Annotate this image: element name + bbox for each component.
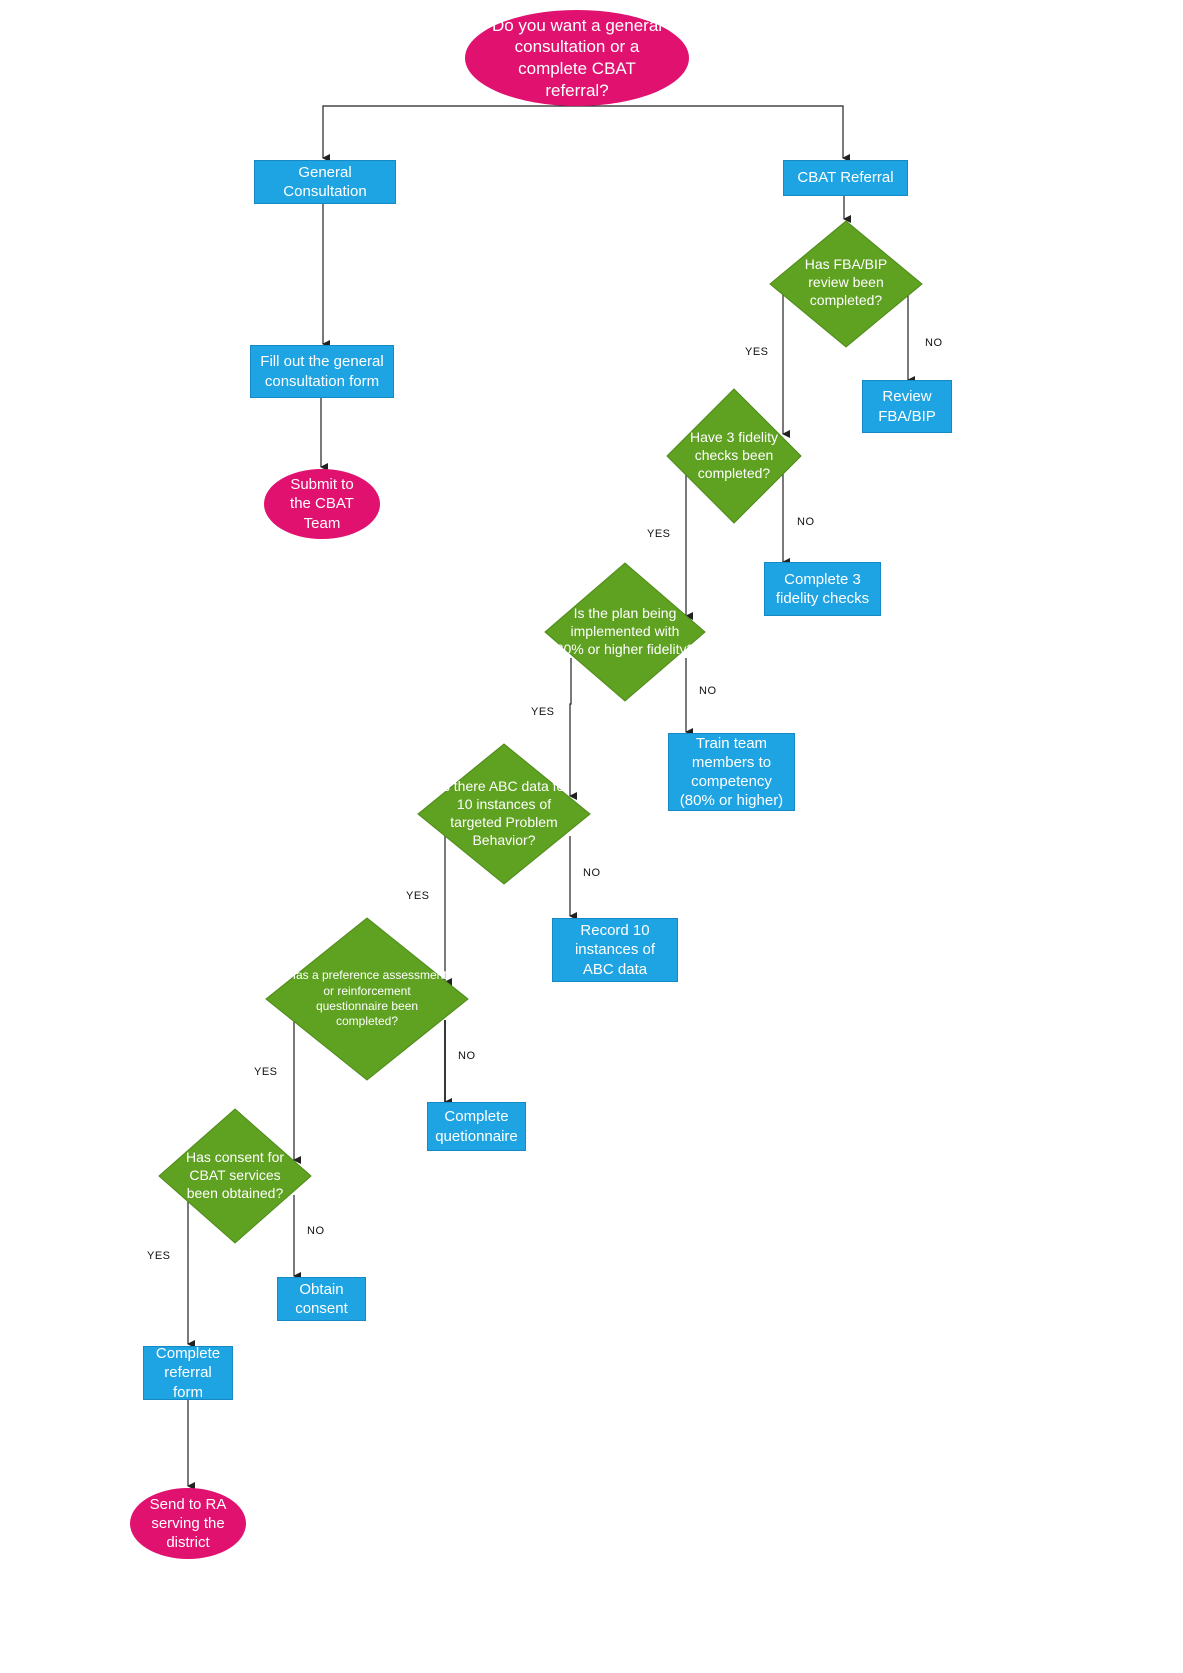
decision-preference-shape [265,917,469,1081]
decision-abc-text: Is there ABC data for 10 instances of ta… [439,778,569,848]
send-text: Send to RA serving the district [149,1495,227,1552]
label-preference-yes: YES [254,1066,278,1078]
label-plan-yes: YES [531,706,555,718]
decision-plan-text: Is the plan being implemented with 80% o… [555,605,695,657]
decision-fba-text: Has FBA/BIP review been completed? [804,256,888,308]
label-fba-yes: YES [745,346,769,358]
record-abc-text: Record 10 instances of ABC data [574,922,656,978]
cbat-referral-text: CBAT Referral [797,169,894,187]
label-fba-no: NO [925,337,943,349]
label-plan-no: NO [699,685,717,697]
start-text: Do you want a general consultation or a … [491,15,663,100]
record-abc-box: Record 10 instances of ABC data [552,918,678,982]
complete-referral-form-text: Complete referral form [155,1345,221,1401]
label-consent-yes: YES [147,1250,171,1262]
train-team-text: Train team members to competency (80% or… [679,734,784,810]
decision-preference-text: Has a preference assessment or reinforce… [287,968,447,1029]
decision-fidelity-checks: Have 3 fidelity checks been completed? [666,388,802,524]
decision-fidelity-checks-text: Have 3 fidelity checks been completed? [690,429,778,481]
cbat-referral-box: CBAT Referral [783,160,908,196]
line-q-plan-yes [569,658,577,800]
label-fidelity-yes: YES [647,528,671,540]
label-abc-no: NO [583,867,601,879]
obtain-consent-text: Obtain consent [295,1280,348,1317]
label-fidelity-no: NO [797,516,815,528]
line-start-split [322,105,573,162]
review-fba-box: Review FBA/BIP [862,380,952,433]
fill-general-form-text: Fill out the general consultation form [260,353,384,390]
train-team-box: Train team members to competency (80% or… [668,733,795,811]
submit-terminal: Submit to the CBAT Team [264,469,380,539]
decision-fba-shape [769,220,923,348]
submit-text: Submit to the CBAT Team [290,476,354,532]
label-preference-no: NO [458,1050,476,1062]
fill-general-form-box: Fill out the general consultation form [250,345,394,398]
complete-referral-form-box: Complete referral form [143,1345,233,1401]
decision-fba: Has FBA/BIP review been completed? [769,220,923,348]
decision-consent-shape [158,1108,312,1244]
complete-questionnaire-text: Complete quetionnaire [435,1108,518,1145]
decision-consent-text: Has consent for CBAT services been obtai… [185,1149,285,1201]
label-consent-no: NO [307,1225,325,1237]
decision-consent: Has consent for CBAT services been obtai… [158,1108,312,1244]
decision-plan: Is the plan being implemented with 80% o… [544,562,706,702]
complete-questionnaire-box: Complete quetionnaire [427,1102,526,1151]
decision-abc-shape [417,743,591,885]
obtain-consent-box: Obtain consent [277,1277,366,1321]
complete-fidelity-checks-text: Complete 3 fidelity checks [775,570,870,607]
label-abc-yes: YES [406,890,430,902]
line-start-to-referral [573,105,850,162]
review-fba-text: Review FBA/BIP [878,388,936,425]
decision-plan-shape [544,562,706,702]
general-consultation-box: General Consultation [254,160,396,204]
decision-abc: Is there ABC data for 10 instances of ta… [417,743,591,885]
decision-fidelity-checks-shape [666,388,802,524]
complete-fidelity-checks-box: Complete 3 fidelity checks [764,562,881,616]
general-consultation-text: General Consultation [283,163,367,200]
start-terminal: Do you want a general consultation or a … [465,10,689,106]
decision-preference: Has a preference assessment or reinforce… [265,917,469,1081]
send-terminal: Send to RA serving the district [130,1488,246,1559]
